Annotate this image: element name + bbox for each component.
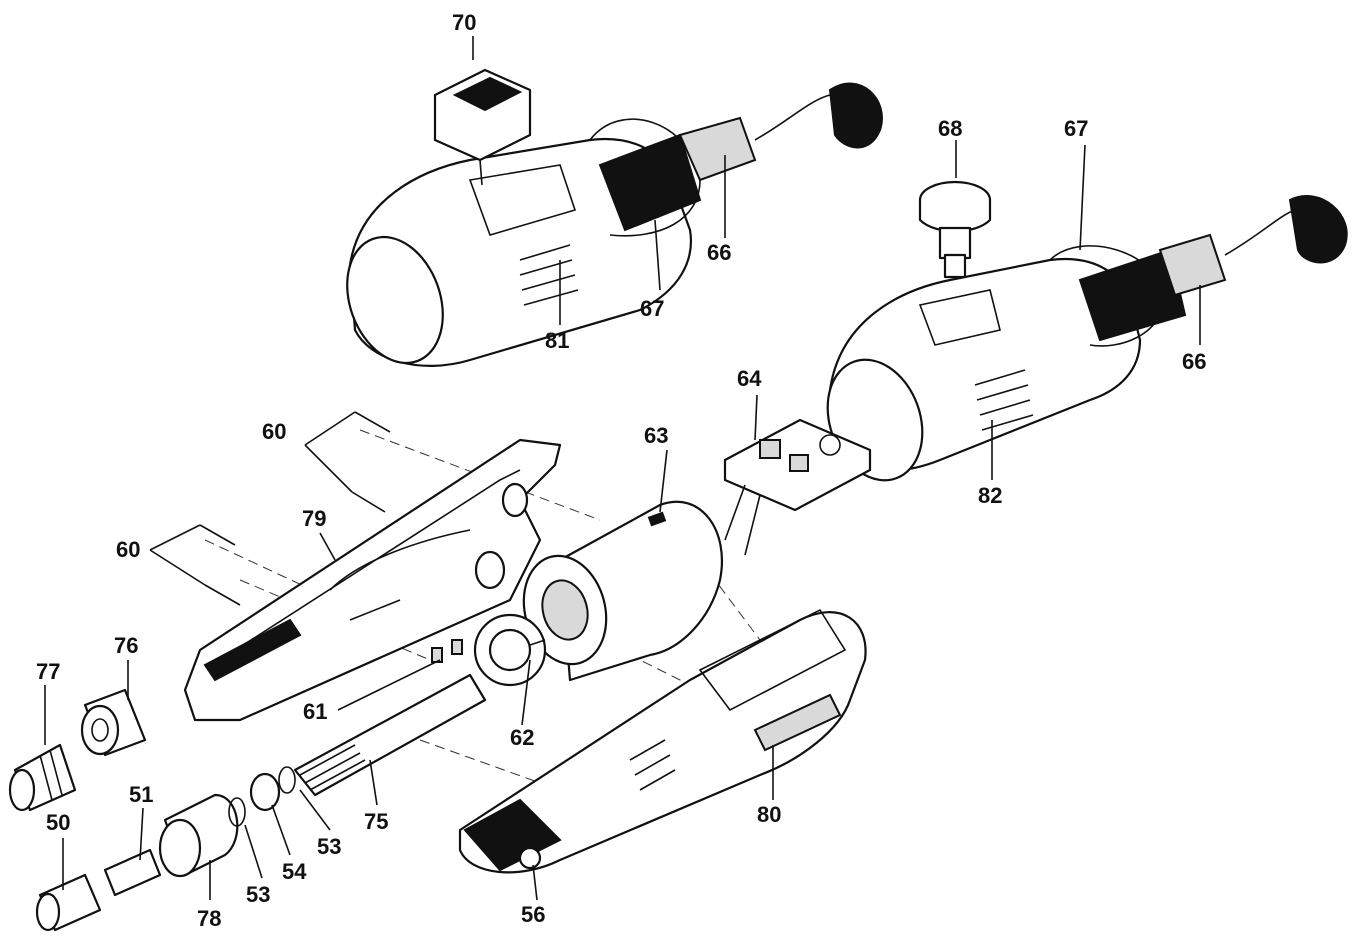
spindle-75: [293, 673, 487, 797]
housing-81: [346, 82, 883, 367]
housing-82: [826, 195, 1348, 482]
label-81: 81: [545, 328, 569, 353]
circuit-board-64: [723, 418, 872, 556]
label-60-upper: 60: [262, 419, 286, 444]
label-77: 77: [36, 659, 60, 684]
chuck-77: [8, 743, 77, 812]
label-63: 63: [644, 423, 668, 448]
label-60-lower: 60: [116, 537, 140, 562]
half-shell-79: [183, 438, 562, 722]
label-53-left: 53: [246, 882, 270, 907]
callout-labels: 70 68 67 67 66 66 81 82 64 63 60 60 79 7…: [36, 10, 1206, 931]
label-62: 62: [510, 725, 534, 750]
label-82: 82: [978, 483, 1002, 508]
label-50: 50: [46, 810, 70, 835]
nut-78: [158, 793, 239, 878]
label-67-right: 67: [1064, 116, 1088, 141]
label-66-left: 66: [707, 240, 731, 265]
label-75: 75: [364, 809, 388, 834]
label-67-left: 67: [640, 296, 664, 321]
knob-68: [918, 180, 992, 279]
rings-53-54: [228, 766, 296, 827]
pins-61: [431, 639, 463, 663]
label-66-right: 66: [1182, 349, 1206, 374]
label-56: 56: [521, 902, 545, 927]
label-53-right: 53: [317, 834, 341, 859]
main-housing-80: [458, 608, 867, 874]
switch-cap-70: [433, 68, 532, 186]
label-79: 79: [302, 506, 326, 531]
leader-lines: [44, 36, 1201, 901]
chuck-50: [35, 873, 102, 932]
label-64: 64: [737, 366, 762, 391]
label-80: 80: [757, 802, 781, 827]
label-78: 78: [197, 906, 221, 931]
label-68: 68: [938, 116, 962, 141]
label-51: 51: [129, 782, 153, 807]
label-70: 70: [452, 10, 476, 35]
label-76: 76: [114, 633, 138, 658]
fan-62: [473, 613, 547, 687]
label-61: 61: [303, 699, 327, 724]
label-54: 54: [282, 859, 307, 884]
collar-76: [80, 688, 147, 757]
motor-63: [522, 500, 723, 682]
screws-60: [199, 411, 391, 606]
collet-51: [103, 848, 162, 897]
